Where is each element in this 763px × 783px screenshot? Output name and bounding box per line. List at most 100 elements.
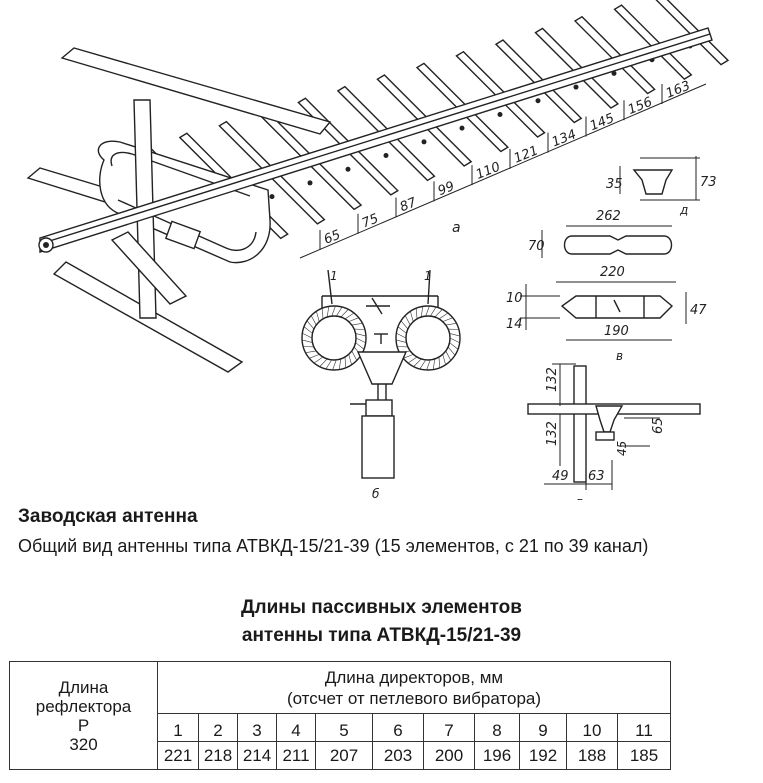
table-title-line1: Длины пассивных элементов: [241, 597, 522, 618]
coil-winding-stroke: [355, 337, 366, 344]
plate-height-bottom: 14: [506, 317, 523, 332]
mast-brace: [110, 231, 188, 305]
table-header-row: Длина рефлектора Р 320 Длина директоров,…: [9, 661, 671, 770]
mount-height-lower: 132: [545, 421, 560, 446]
plate-detail: 70 220 10 14 47 190 в: [506, 230, 707, 363]
element-rivet: [535, 98, 541, 104]
coil-winding-stroke: [425, 305, 430, 317]
director-value-cell: 221: [157, 741, 199, 770]
director-value-cell: 196: [474, 741, 520, 770]
director-value-cell: 218: [198, 741, 238, 770]
director-value-cell: 207: [315, 741, 373, 770]
element-dimension-label: 156: [626, 95, 655, 118]
coil-winding-stroke: [449, 337, 460, 344]
coil-winding-stroke: [344, 357, 346, 368]
cable-junction: [356, 351, 408, 385]
insulator-width: 262: [596, 209, 621, 224]
coil-winding-stroke: [419, 359, 426, 370]
director-number-cell: 4: [276, 713, 316, 742]
coil-winding-stroke: [426, 359, 431, 371]
cable-marker-left: 1: [330, 269, 338, 283]
element-dimension-label: 87: [398, 195, 420, 215]
coil-winding-stroke: [301, 339, 313, 343]
element-dimension-label: 145: [588, 111, 617, 134]
mount-right-dim: 65: [651, 417, 666, 434]
coil-winding-stroke: [325, 359, 332, 370]
label-a: а: [452, 220, 461, 236]
director-number-cell: 10: [566, 713, 618, 742]
coil-winding-stroke: [396, 332, 407, 339]
element-dimension-line: [299, 83, 707, 259]
coil-winding-stroke: [332, 359, 337, 371]
coil-winding-stroke: [310, 315, 317, 326]
mount-insulator: [595, 405, 624, 433]
element-dimension-label: 163: [664, 79, 693, 102]
insulator-detail: 35 73 д 262: [566, 156, 717, 227]
coil-winding-stroke: [442, 317, 453, 322]
passive-elements-table: Длина рефлектора Р 320 Длина директоров,…: [9, 661, 671, 770]
coil-winding-stroke: [404, 315, 411, 326]
coil-winding-stroke: [420, 306, 424, 318]
coil-winding-stroke: [400, 320, 409, 330]
cable-marker-right: 1: [424, 269, 432, 283]
element-rivet: [307, 180, 313, 186]
coil-winding-stroke: [430, 306, 437, 317]
plate-width-bottom: 190: [604, 324, 629, 339]
element-rivet: [611, 70, 617, 76]
coil-winding-stroke: [445, 322, 457, 326]
element-dimension-label: 134: [550, 127, 579, 150]
feed-block: [164, 220, 202, 250]
coil-winding-stroke: [410, 311, 414, 322]
coil-winding-stroke: [447, 346, 456, 356]
element-dimension-label: 110: [474, 160, 503, 183]
director-value-cell: 185: [617, 741, 671, 770]
director-value-cell: 214: [237, 741, 277, 770]
coil-winding-stroke: [340, 309, 349, 318]
coil-winding-stroke: [351, 350, 358, 361]
coil-winding-stroke: [336, 306, 343, 317]
element-rivet: [269, 194, 275, 200]
coil-winding-stroke: [449, 342, 459, 350]
director-number-cell: 8: [474, 713, 520, 742]
table-title: Длины пассивных элементов антенны типа А…: [0, 594, 763, 650]
element-rivet: [573, 84, 579, 90]
coil-winding-stroke: [316, 311, 320, 322]
reflector-cell: Длина рефлектора Р 320: [9, 661, 158, 770]
coil-winding-stroke: [355, 333, 367, 337]
directors-group-header: Длина директоров, мм (отсчет от петлевог…: [157, 661, 671, 714]
director-value-cell: 192: [519, 741, 567, 770]
director-number-cell: 3: [237, 713, 277, 742]
coax-cable-body: [361, 415, 395, 479]
coil-winding-stroke: [302, 332, 313, 339]
coil-winding-stroke: [438, 312, 449, 320]
coil-winding-stroke: [442, 354, 446, 365]
mount-height-upper: 132: [545, 367, 560, 392]
label-v: в: [616, 349, 623, 363]
director-value-cell: 211: [276, 741, 316, 770]
coil-winding-stroke: [331, 305, 336, 317]
coil-winding-stroke: [338, 358, 342, 370]
element-rivet: [421, 139, 427, 145]
coil-winding-stroke: [305, 350, 317, 354]
coil-winding-stroke: [438, 357, 440, 368]
coil-winding-stroke: [309, 354, 320, 359]
plate-height-right: 47: [690, 303, 707, 318]
coil-winding-stroke: [397, 326, 407, 334]
element-dimension-label: 65: [322, 228, 343, 248]
director-element: [573, 15, 656, 95]
label-b: б: [372, 487, 380, 500]
element-rivet: [383, 153, 389, 159]
director-element: [534, 27, 620, 109]
label-d: д: [679, 203, 688, 217]
coil-winding-stroke: [434, 309, 443, 318]
coil-winding-stroke: [413, 358, 422, 367]
coil-winding-stroke: [303, 326, 313, 334]
reflector-value: 320: [69, 734, 98, 754]
coil-winding-stroke: [403, 354, 414, 359]
director-number-cell: 6: [372, 713, 424, 742]
coil-winding-stroke: [449, 333, 461, 337]
director-number-cell: 11: [617, 713, 671, 742]
